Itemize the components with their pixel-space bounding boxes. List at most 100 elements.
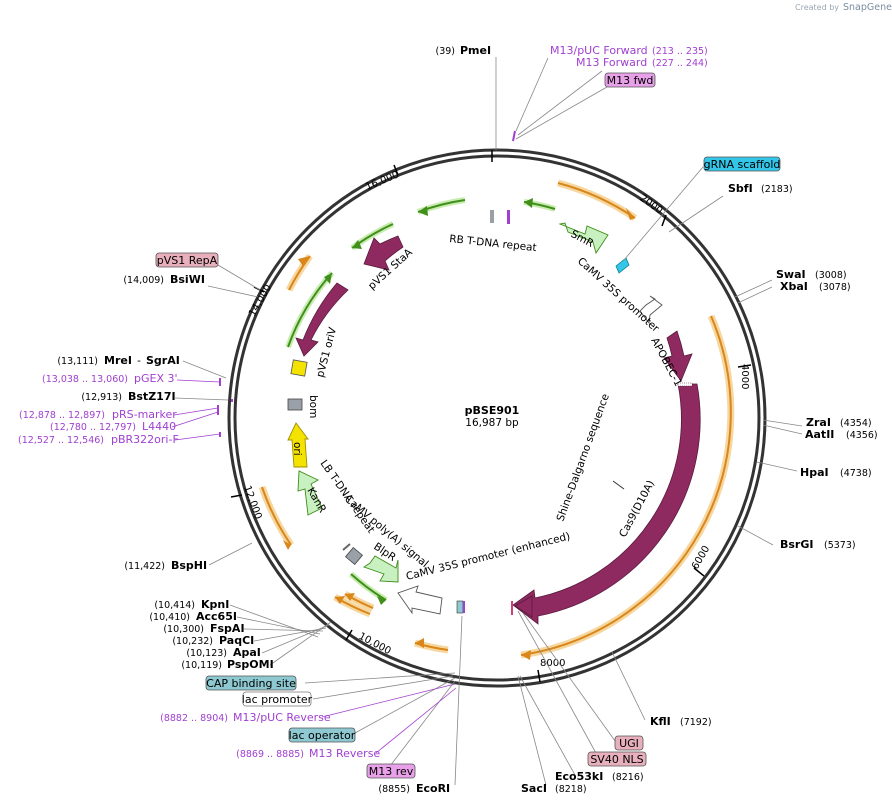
green-arcs	[285, 197, 556, 603]
enzyme-kpni: KpnI	[201, 598, 229, 611]
enzyme-paqci: PaqCI	[219, 634, 254, 647]
backbone-outer-ring	[227, 148, 767, 688]
pvs1-staa-arrow	[363, 235, 404, 271]
m13-rev-box-label: M13 rev	[369, 765, 414, 778]
primer-pbr322ori-f-pos: (12,527 .. 12,546)	[18, 435, 104, 446]
kanr-arrow	[297, 470, 323, 516]
primer-pbr322ori-f: pBR322ori-F	[111, 433, 179, 446]
blpr-grey-marker	[344, 546, 364, 566]
m13-fwd-box-label: M13 fwd	[607, 74, 654, 87]
enzyme-saci: SacI	[521, 782, 547, 795]
enzyme-fspai-pos: (10,300)	[163, 624, 204, 635]
lac-primer-marker	[463, 601, 465, 613]
camv35s-promoter-arrow	[639, 295, 663, 325]
primer-l4440: L4440	[142, 420, 176, 433]
enzyme-bsphi-pos: (11,422)	[124, 561, 165, 572]
rb-primer-marker	[507, 210, 510, 224]
primer-m13-puc-reverse-pos: (8882 .. 8904)	[160, 713, 228, 724]
cap-binding-site-box	[205, 675, 297, 691]
pvs1-oriv-marker	[290, 359, 308, 377]
feature-rb-tdna-repeat: RB T-DNA repeat	[449, 233, 538, 254]
enzyme-apai-pos: (10,123)	[186, 648, 227, 659]
enzyme-fspai: FspAI	[210, 622, 245, 635]
feature-pvs1-oriv: pVS1 oriV	[314, 325, 339, 379]
feature-camv35s-enhanced: CaMV 35S promoter (enhanced)	[405, 530, 572, 582]
feature-shine-dalgarno: Shine-Dalgarno sequence	[555, 392, 612, 523]
lb-tdna-marker	[342, 543, 351, 551]
feature-ori: ori	[291, 442, 303, 456]
primer-m13-puc-reverse: M13/pUC Reverse	[233, 711, 331, 724]
primer-l4440-pos: (12,780 .. 12,797)	[50, 422, 136, 433]
green-arrowheads	[324, 198, 533, 605]
feature-bom: bom	[307, 395, 319, 418]
primer-m13-reverse-pos: (8869 .. 8885)	[236, 749, 304, 760]
enzyme-pmei-pos: (39)	[435, 46, 455, 57]
primer-m13-forward: M13 Forward	[576, 56, 647, 69]
grna-scaffold-box-label: gRNA scaffold	[704, 158, 781, 171]
cap-binding-site-box-label: CAP binding site	[206, 677, 296, 690]
enzyme-eco53ki: Eco53kI	[555, 770, 603, 783]
ugi-box	[614, 735, 644, 751]
enzyme-kfli: KflI	[650, 715, 671, 728]
enzyme-bsiwi: BsiWI	[170, 273, 205, 286]
ori-arrow	[287, 422, 309, 468]
plasmid-size: 16,987 bp	[465, 417, 519, 429]
lac-operator-box-label: lac operator	[289, 729, 356, 742]
enzyme-zrai: ZraI	[806, 416, 831, 429]
primer-leader-lines	[171, 379, 457, 754]
tick-label-2000: 2000	[637, 193, 664, 217]
apobec-1-arrow	[663, 330, 693, 382]
enzyme-ecori-pos: (8855)	[378, 784, 410, 795]
m13-fwd-box	[604, 72, 656, 88]
cap-site-marker	[456, 600, 464, 614]
lac-operator-box	[288, 727, 356, 743]
shine-dalgarno-marker	[612, 480, 625, 490]
lac-promoter-box-label: lac promoter	[242, 693, 313, 706]
enzyme-xbai: XbaI	[780, 280, 808, 293]
enzyme-zrai-pos: (4354)	[840, 418, 872, 429]
enzyme-acc65i-pos: (10,410)	[149, 612, 190, 623]
enzyme-ecori: EcoRI	[416, 782, 450, 795]
white-arrows	[397, 295, 663, 615]
enzyme-pmei: PmeI	[460, 44, 491, 57]
lac-promoter-box	[242, 691, 312, 707]
created-by-credit: Created by	[795, 3, 839, 12]
enzyme-bsrgi-pos: (5373)	[824, 540, 856, 551]
enzyme-kfli-pos: (7192)	[680, 717, 712, 728]
enzyme-hpai-pos: (4738)	[840, 468, 872, 479]
enzyme-saci-pos: (8218)	[555, 784, 587, 795]
pvs1-repa-box	[155, 252, 219, 268]
tick-label-4000: 4000	[739, 364, 750, 389]
tick-label-14000: 14,000	[247, 283, 274, 319]
camv35s-enhanced-arrow	[397, 585, 443, 615]
cds-marker-apobec	[677, 382, 693, 387]
orange-arrowheads	[283, 208, 635, 660]
bom-marker	[287, 398, 303, 411]
primer-prs-marker-pos: (12,878 .. 12,897)	[19, 410, 105, 421]
enzyme-mrei: MreI	[104, 354, 132, 367]
sv40-nls-marker	[511, 601, 513, 615]
backbone-inner-ring	[233, 154, 761, 682]
pvs1-repa-box-label: pVS1 RepA	[157, 254, 218, 267]
grna-scaffold-box	[703, 156, 781, 172]
ugi-box-label: UGI	[619, 737, 639, 750]
tick-label-16000: 16,000	[364, 169, 401, 192]
enzyme-bsiwi-pos: (14,009)	[123, 275, 164, 286]
enzyme-acc65i: Acc65I	[196, 610, 237, 623]
enzyme-apai: ApaI	[233, 646, 261, 659]
enzyme-mrei-pos: (13,111)	[57, 356, 98, 367]
sv40-nls-box	[587, 751, 647, 767]
snapgene-brand: SnapGene	[843, 2, 892, 13]
primer-m13-puc-forward-pos: (213 .. 235)	[652, 46, 708, 57]
enzyme-eco53ki-pos: (8216)	[612, 772, 644, 783]
primer-ticks	[217, 130, 516, 437]
primer-prs-marker: pRS-marker	[112, 408, 177, 421]
pvs1-repa-arrow	[295, 282, 349, 357]
enzyme-paqci-pos: (10,232)	[172, 636, 213, 647]
feature-lb-tdna-repeat: LB T-DNA repeat	[318, 458, 377, 536]
enzyme-bstz17i-pos: (12,913)	[81, 392, 122, 403]
smr-arrow	[558, 222, 609, 255]
enzyme-bsrgi: BsrGI	[780, 538, 813, 551]
enzyme-aatii-pos: (4356)	[846, 430, 878, 441]
